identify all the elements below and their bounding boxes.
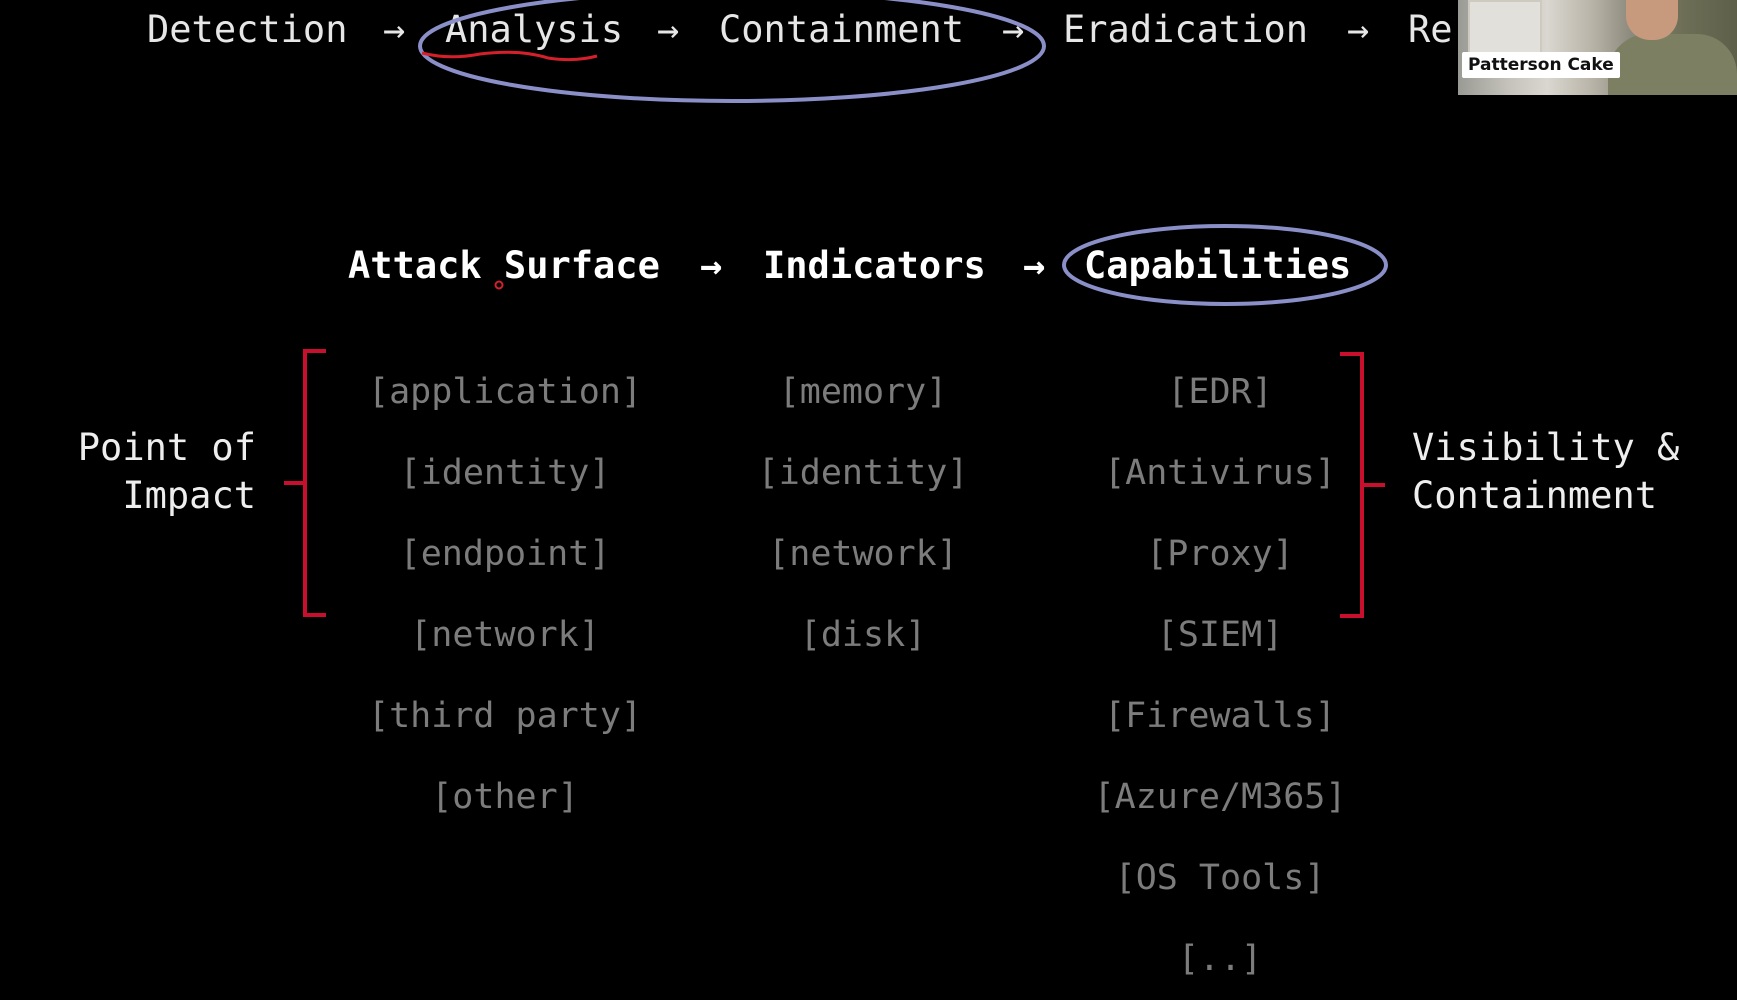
point-of-impact-label: Point of Impact bbox=[66, 424, 256, 520]
list-item: [Antivirus] bbox=[1104, 453, 1336, 493]
annotation-overlay bbox=[284, 0, 1388, 618]
arrow-icon: → bbox=[383, 8, 406, 51]
step-containment: Containment bbox=[719, 8, 965, 51]
list-item: [application] bbox=[368, 372, 642, 412]
right-bracket-icon bbox=[1340, 352, 1385, 618]
background-door bbox=[1468, 0, 1542, 54]
list-item: [identity] bbox=[757, 453, 969, 493]
indicators-list: [memory] [identity] [network] [disk] bbox=[713, 333, 1013, 676]
list-item: [Proxy] bbox=[1146, 534, 1294, 574]
list-item: [SIEM] bbox=[1156, 615, 1284, 655]
arrow-icon: → bbox=[1347, 8, 1370, 51]
list-item: [Azure/M365] bbox=[1093, 777, 1347, 817]
arrow-icon: → bbox=[657, 8, 680, 51]
list-item: [other] bbox=[431, 777, 579, 817]
webcam-tile: Patterson Cake bbox=[1458, 0, 1737, 95]
step-detection: Detection bbox=[147, 8, 348, 51]
label-line: Impact bbox=[122, 474, 256, 517]
presenter-shirt bbox=[1608, 34, 1737, 95]
step-truncated: Re bbox=[1408, 8, 1453, 51]
analysis-underline bbox=[421, 50, 598, 62]
arrow-icon: → bbox=[1023, 244, 1046, 287]
flow-attack-surface: Attack Surface bbox=[348, 244, 660, 287]
list-item: [network] bbox=[768, 534, 958, 574]
flow-capabilities: Capabilities bbox=[1084, 244, 1352, 287]
analysis-circle bbox=[418, 0, 1046, 103]
visibility-containment-label: Visibility & Containment bbox=[1412, 424, 1679, 520]
flow-indicators: Indicators bbox=[763, 244, 986, 287]
participant-name: Patterson Cake bbox=[1462, 52, 1620, 78]
presenter-face bbox=[1626, 0, 1678, 40]
capabilities-circle bbox=[1062, 224, 1388, 306]
list-item: [EDR] bbox=[1167, 372, 1273, 412]
label-line: Point of bbox=[77, 426, 256, 469]
list-item: [identity] bbox=[399, 453, 611, 493]
pointer-cursor-icon bbox=[494, 280, 504, 290]
list-item: [endpoint] bbox=[399, 534, 611, 574]
left-bracket-icon bbox=[284, 349, 326, 617]
label-line: Visibility & bbox=[1412, 426, 1680, 469]
step-eradication: Eradication bbox=[1063, 8, 1309, 51]
arrow-icon: → bbox=[700, 244, 723, 287]
list-item: [..] bbox=[1177, 939, 1263, 979]
list-item: [memory] bbox=[778, 372, 948, 412]
list-item: [network] bbox=[410, 615, 600, 655]
label-line: Containment bbox=[1412, 474, 1658, 517]
list-item: [disk] bbox=[799, 615, 927, 655]
list-item: [OS Tools] bbox=[1114, 858, 1326, 898]
